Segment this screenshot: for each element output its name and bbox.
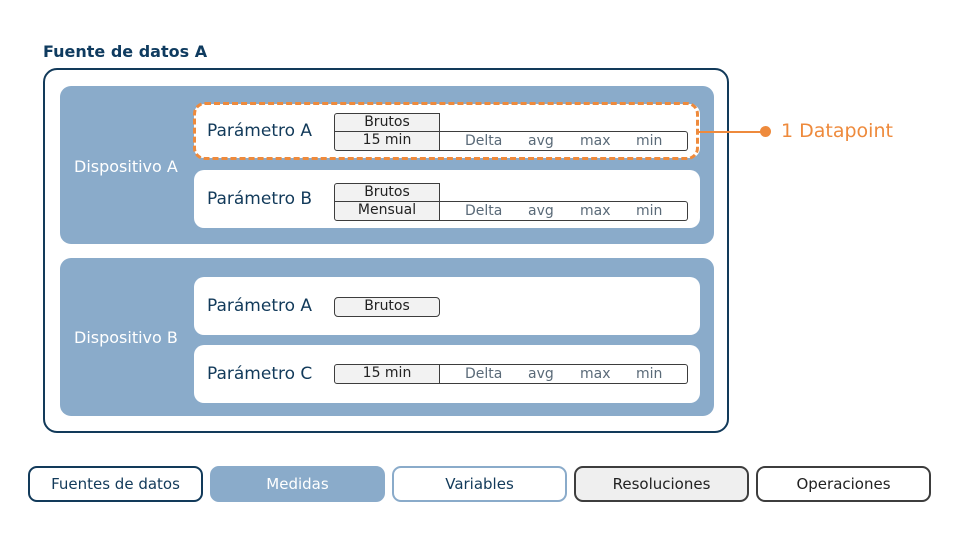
op-avg[interactable]: avg — [528, 203, 554, 219]
device-label-b: Dispositivo B — [74, 328, 178, 347]
raw-chip-a-1[interactable]: Brutos — [334, 113, 440, 131]
op-delta[interactable]: Delta — [465, 203, 503, 219]
operations-box-a-2 — [440, 201, 688, 221]
op-max[interactable]: max — [580, 133, 611, 149]
legend-variables-button[interactable]: Variables — [392, 466, 567, 502]
param-label-a-2: Parámetro B — [207, 189, 313, 209]
op-min[interactable]: min — [636, 366, 663, 382]
op-max[interactable]: max — [580, 366, 611, 382]
datapoint-highlight — [193, 102, 699, 160]
op-max[interactable]: max — [580, 203, 611, 219]
param-card-b-1[interactable] — [194, 277, 700, 335]
resolution-chip-b-2[interactable]: 15 min — [334, 364, 440, 384]
device-label-a: Dispositivo A — [74, 157, 178, 176]
op-avg[interactable]: avg — [528, 133, 554, 149]
raw-chip-a-2[interactable]: Brutos — [334, 183, 440, 201]
op-avg[interactable]: avg — [528, 366, 554, 382]
legend-measures-button[interactable]: Medidas — [210, 466, 385, 502]
resolution-chip-a-2[interactable]: Mensual — [334, 201, 440, 221]
legend-operations-button[interactable]: Operaciones — [756, 466, 931, 502]
callout-connector — [699, 131, 761, 133]
source-title: Fuente de datos A — [43, 42, 208, 61]
op-delta[interactable]: Delta — [465, 133, 503, 149]
callout-dot-icon — [760, 126, 771, 137]
operations-box-a-1 — [440, 131, 688, 151]
op-min[interactable]: min — [636, 133, 663, 149]
operations-box-b-2 — [440, 364, 688, 384]
param-label-b-2: Parámetro C — [207, 364, 313, 384]
datapoint-callout-label: 1 Datapoint — [781, 120, 893, 142]
legend-sources-button[interactable]: Fuentes de datos — [28, 466, 203, 502]
op-min[interactable]: min — [636, 203, 663, 219]
param-label-a-1: Parámetro A — [207, 121, 313, 141]
legend-resolutions-button[interactable]: Resoluciones — [574, 466, 749, 502]
raw-chip-b-1[interactable]: Brutos — [334, 297, 440, 317]
param-label-b-1: Parámetro A — [207, 296, 313, 316]
op-delta[interactable]: Delta — [465, 366, 503, 382]
resolution-chip-a-1[interactable]: 15 min — [334, 131, 440, 151]
